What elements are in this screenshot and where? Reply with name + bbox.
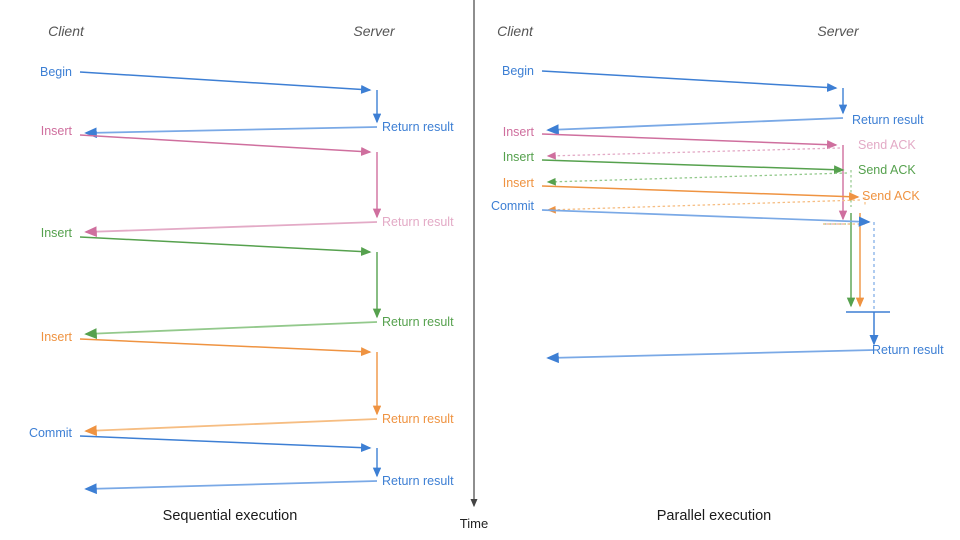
parallel-label-return-1: Return result: [852, 113, 924, 127]
arrow-insert1-response: [84, 221, 378, 238]
parallel-label-ack-3: Send ACK: [862, 189, 920, 203]
parallel-server-actor-label: Server: [817, 23, 860, 39]
sequential-message-commit: [79, 435, 382, 495]
sequential-label-insert-1: Insert: [41, 124, 73, 138]
parallel-label-return-2: Return result: [872, 343, 944, 357]
parallel-message-commit: [541, 209, 890, 364]
sequential-label-return-5: Return result: [382, 474, 454, 488]
arrow-begin-response: [546, 117, 844, 135]
arrow-ack-orange: [546, 199, 861, 214]
arrow-ack-pink: [546, 147, 841, 160]
sequential-message-insert-1: [79, 134, 382, 238]
arrow-insert3-request: [541, 185, 860, 202]
sequential-message-insert-2: [79, 236, 382, 339]
sequential-label-return-1: Return result: [382, 120, 454, 134]
arrow-insert2-request: [79, 236, 372, 257]
parallel-label-insert-1: Insert: [503, 125, 535, 139]
arrow-insert1-request: [79, 134, 372, 156]
sequential-message-insert-3: [79, 338, 382, 436]
arrow-begin-request: [541, 70, 838, 92]
parallel-label-insert-2: Insert: [503, 150, 535, 164]
arrow-insert3-request: [79, 338, 372, 357]
time-axis: Time: [460, 0, 488, 531]
arrow-commit-response: [84, 480, 378, 495]
parallel-label-begin: Begin: [502, 64, 534, 78]
parallel-message-begin: [541, 70, 848, 135]
arrow-insert3-response: [84, 418, 378, 436]
sequential-caption: Sequential execution: [163, 508, 298, 524]
parallel-label-insert-3: Insert: [503, 176, 535, 190]
parallel-message-insert-2: [541, 159, 856, 308]
panel-parallel: Client Server Begin Return result Insert…: [491, 23, 944, 524]
sequential-label-return-4: Return result: [382, 412, 454, 426]
sequential-label-commit: Commit: [29, 426, 73, 440]
arrow-begin-request: [79, 71, 372, 94]
arrow-commit-response: [546, 349, 875, 364]
sequential-client-actor-label: Client: [48, 23, 85, 39]
arrow-commit-request: [79, 435, 372, 453]
arrow-insert2-response: [84, 321, 378, 339]
sequential-label-return-3: Return result: [382, 315, 454, 329]
sequential-label-return-2: Return result: [382, 215, 454, 229]
time-axis-label: Time: [460, 516, 488, 531]
arrow-insert1-request: [541, 133, 838, 150]
arrow-commit-request: [541, 209, 871, 227]
arrow-begin-response: [84, 126, 378, 139]
parallel-label-commit: Commit: [491, 199, 535, 213]
sequential-message-begin: [79, 71, 382, 139]
parallel-label-ack-1: Send ACK: [858, 138, 916, 152]
arrow-insert2-request: [541, 159, 845, 175]
parallel-label-ack-2: Send ACK: [858, 163, 916, 177]
sequential-label-begin: Begin: [40, 65, 72, 79]
sequential-label-insert-3: Insert: [41, 330, 73, 344]
parallel-caption: Parallel execution: [657, 508, 771, 524]
sequential-label-insert-2: Insert: [41, 226, 73, 240]
arrow-ack-green: [546, 172, 848, 186]
parallel-message-insert-3: [541, 185, 866, 308]
parallel-message-insert-1: [541, 133, 848, 225]
sequential-server-actor-label: Server: [353, 23, 396, 39]
parallel-client-actor-label: Client: [497, 23, 534, 39]
panel-sequential: Client Server Begin Return result Insert…: [29, 23, 454, 524]
